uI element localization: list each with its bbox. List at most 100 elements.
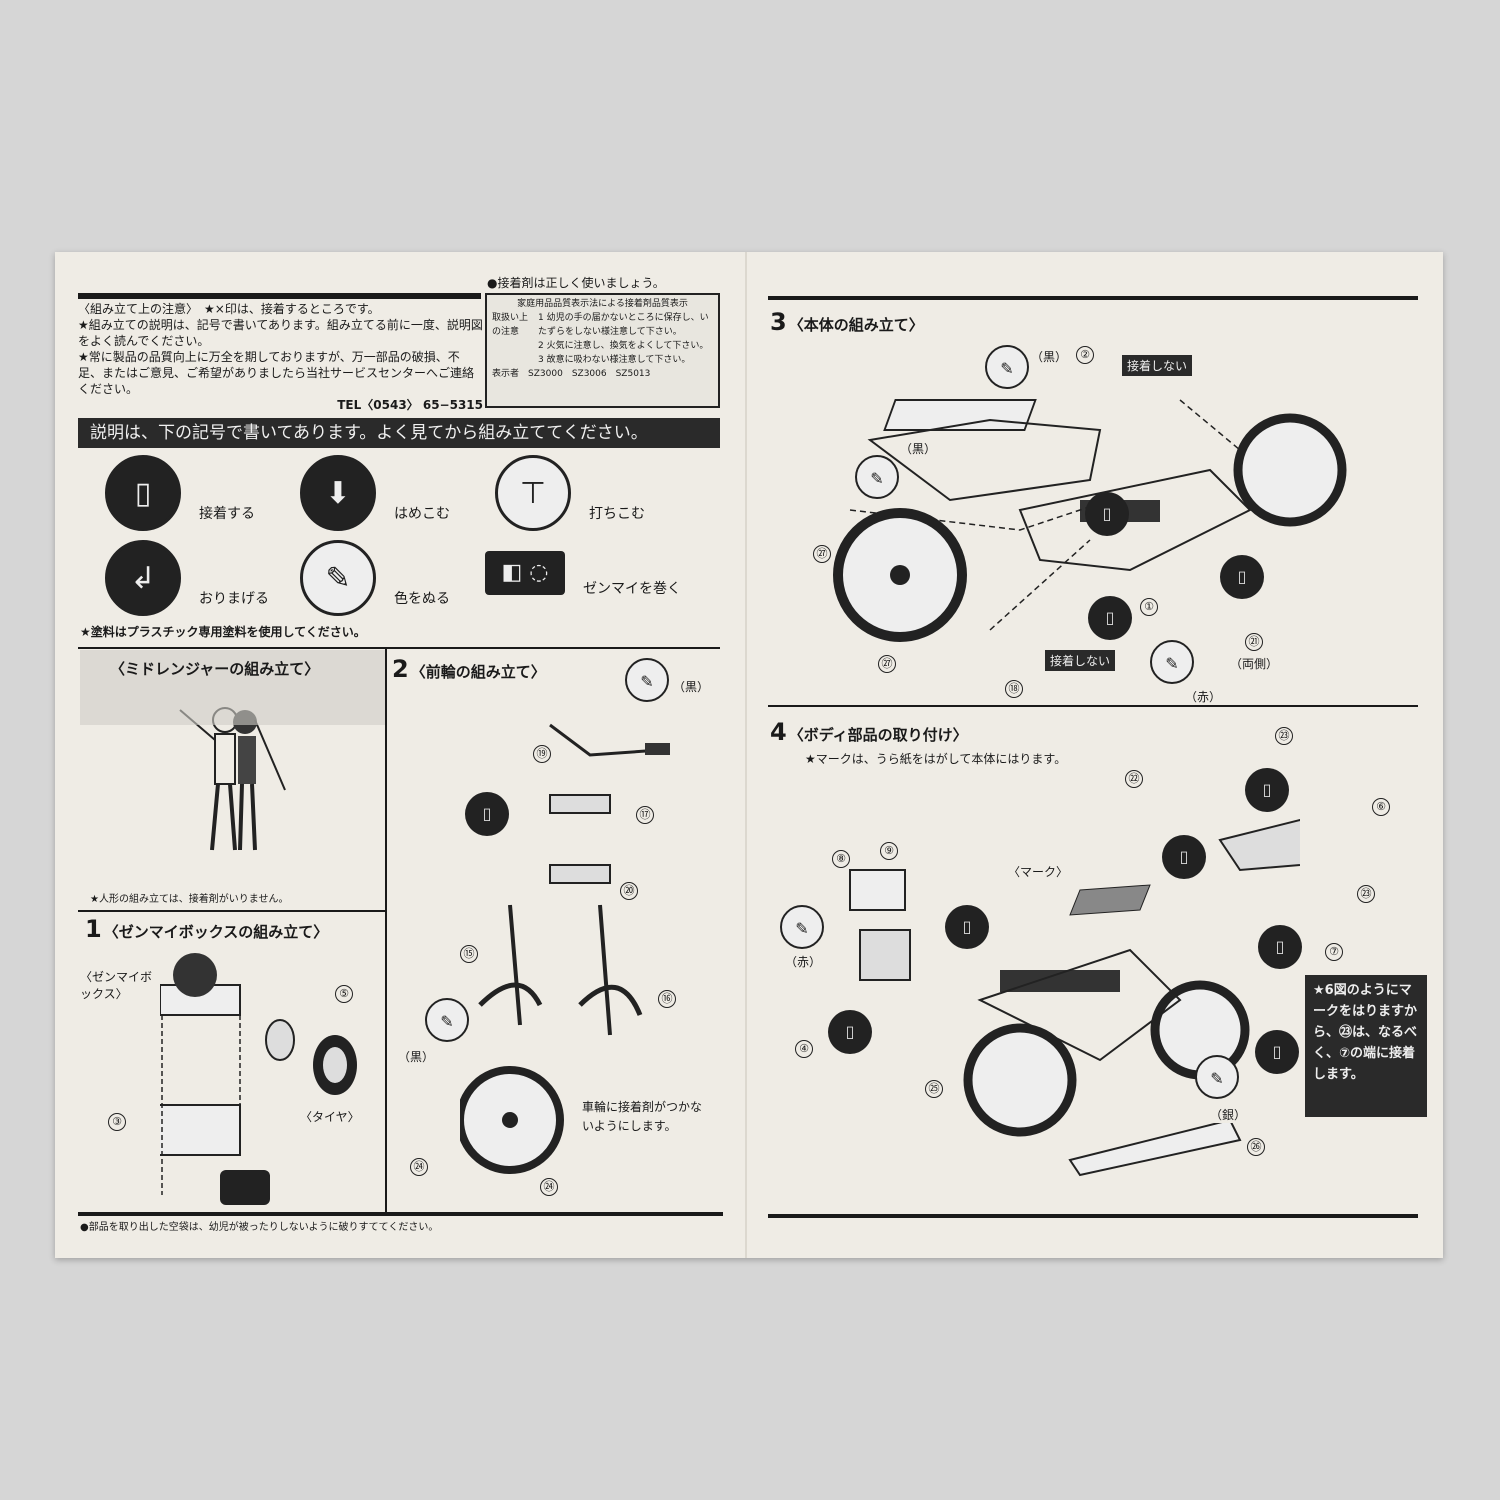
paint-icon: ✎ <box>300 540 376 616</box>
divider <box>768 705 1418 707</box>
part-number: ① <box>1140 598 1158 616</box>
part-number: ⑰ <box>636 806 654 824</box>
part-number: ㉕ <box>925 1080 943 1098</box>
tire-label: 〈タイヤ〉 <box>300 1108 360 1125</box>
paint-black-label: （黒） <box>398 1048 435 1065</box>
part-number: ⑮ <box>460 945 478 963</box>
press-fit-icon: ⬇ <box>300 455 376 531</box>
part-number: ㉗ <box>813 545 831 563</box>
bike-body-parts-illustration <box>849 818 1300 1177</box>
paint-red-label: （赤） <box>785 953 822 970</box>
divider <box>78 1212 723 1216</box>
caution-block: 〈組み立て上の注意〉 ★×印は、接着するところです。 ★組み立ての説明は、記号で… <box>78 301 483 413</box>
part-number: ㉔ <box>540 1178 558 1196</box>
figure-note: ★人形の組み立ては、接着剤がいりません。 <box>90 894 289 905</box>
symbol-label: はめこむ <box>394 506 450 522</box>
bike-body-illustration <box>833 399 1347 642</box>
maker-label: 表示者 <box>492 369 520 379</box>
part-number: ⑱ <box>1005 680 1023 698</box>
paint-note: ★塗料はプラスチック専用塗料を使用してください。 <box>80 625 366 639</box>
symbol-press-fit: ⬇ はめこむ <box>300 455 450 531</box>
wind-box-label: 〈ゼンマイボックス〉 <box>80 968 155 1002</box>
part-number: ㉓ <box>1357 885 1375 903</box>
caution-title: 〈組み立て上の注意〉 <box>78 302 193 316</box>
no-glue-label: 接着しない <box>1122 355 1193 376</box>
symbol-label: 色をぬる <box>394 591 450 607</box>
section3-title: 3〈本体の組み立て〉 <box>770 308 924 336</box>
part-number: ㉑ <box>1245 633 1263 651</box>
glue-icon: ▯ <box>1085 492 1129 536</box>
symbol-hammer: ⊤ 打ちこむ <box>495 455 645 531</box>
figure-illustration <box>179 707 286 851</box>
part-number: ⑯ <box>658 990 676 1008</box>
quality-item: 3 故意に吸わない様注意して下さい。 <box>538 355 691 365</box>
tel: TEL〈0543〉 65−5315 <box>337 398 483 412</box>
divider <box>385 647 387 1212</box>
quality-label: 取扱い上の注意 <box>492 313 529 337</box>
symbol-label: ゼンマイを巻く <box>583 581 681 597</box>
mark-tip-box: ★6図のようにマークをはりますから、㉓は、なるべく、⑦の端に接着します。 <box>1305 975 1427 1117</box>
divider <box>78 910 385 912</box>
part-number: ㉔ <box>410 1158 428 1176</box>
caution-star2: ★組み立ての説明は、記号で書いてあります。組み立てる前に一度、説明図をよく読んで… <box>78 318 483 348</box>
glue-note: ●接着剤は正しく使いましょう。 <box>487 276 665 290</box>
quality-item: 2 火気に注意し、換気をよくして下さい。 <box>538 341 709 351</box>
paint-icon: ✎ <box>780 905 824 949</box>
quality-box: 家庭用品品質表示法による接着剤品質表示 取扱い上の注意 1 幼児の手の届かないと… <box>485 293 720 408</box>
both-sides-label: （両側） <box>1230 655 1279 672</box>
caution-star3: ★常に製品の品質向上に万全を期しておりますが、万一部品の破損、不足、またはご意見… <box>78 350 475 396</box>
divider <box>78 293 481 299</box>
paint-icon: ✎ <box>625 658 669 702</box>
mark-note: ★マークは、うら紙をはがして本体にはります。 <box>805 752 1067 766</box>
paint-icon: ✎ <box>985 345 1029 389</box>
paint-icon: ✎ <box>855 455 899 499</box>
wind-box-illustration <box>160 953 357 1205</box>
part-number: ㉒ <box>1125 770 1143 788</box>
divider <box>768 296 1418 300</box>
paint-icon: ✎ <box>1195 1055 1239 1099</box>
part-number: ⑧ <box>832 850 850 868</box>
divider <box>78 647 720 649</box>
glue-icon: ▯ <box>465 792 509 836</box>
part-number: ③ <box>108 1113 126 1131</box>
symbol-bend: ↲ おりまげる <box>105 540 269 616</box>
hammer-icon: ⊤ <box>495 455 571 531</box>
paint-icon: ✎ <box>425 998 469 1042</box>
part-number: ⑦ <box>1325 943 1343 961</box>
paint-black-label: （黒） <box>1031 348 1068 365</box>
symbol-label: 打ちこむ <box>589 506 645 522</box>
symbol-label: おりまげる <box>199 591 269 607</box>
bend-icon: ↲ <box>105 540 181 616</box>
glue-icon: ▯ <box>1220 555 1264 599</box>
part-number: ㉖ <box>1247 1138 1265 1156</box>
part-number: ④ <box>795 1040 813 1058</box>
glue-icon: ▯ <box>1255 1030 1299 1074</box>
no-glue-label: 接着しない <box>1045 650 1116 671</box>
background-shade <box>80 650 385 725</box>
section2-title: 2〈前輪の組み立て〉 <box>392 655 546 683</box>
wind-up-key-icon: ◧ ◌ <box>485 551 565 595</box>
section1-title: 1〈ゼンマイボックスの組み立て〉 <box>85 915 329 943</box>
quality-item: 1 幼児の手の届かないところに保存し、いたずらをしない様注意して下さい。 <box>538 313 709 337</box>
symbol-glue: ▯ 接着する <box>105 455 255 531</box>
glue-icon: ▯ <box>105 455 181 531</box>
part-number: ㉓ <box>1275 727 1293 745</box>
section4-title: 4〈ボディ部品の取り付け〉 <box>770 718 968 746</box>
paint-black-label: （黒） <box>673 678 710 695</box>
caution-star1: ★×印は、接着するところです。 <box>204 302 380 316</box>
maker-codes: SZ3000 SZ3006 SZ5013 <box>528 369 651 379</box>
symbol-label: 接着する <box>199 506 255 522</box>
part-number: ⑨ <box>880 842 898 860</box>
footer-note: ●部品を取り出した空袋は、幼児が被ったりしないように破りすててください。 <box>80 1222 439 1233</box>
symbol-paint: ✎ 色をぬる <box>300 540 450 616</box>
glue-icon: ▯ <box>945 905 989 949</box>
paint-silver-label: （銀） <box>1210 1106 1247 1123</box>
part-number: ② <box>1076 346 1094 364</box>
front-wheel-illustration <box>460 723 670 1174</box>
glue-icon: ▯ <box>1162 835 1206 879</box>
paint-black-label: （黒） <box>900 440 937 457</box>
glue-icon: ▯ <box>828 1010 872 1054</box>
part-number: ⑥ <box>1372 798 1390 816</box>
quality-title: 家庭用品品質表示法による接着剤品質表示 <box>517 299 688 309</box>
mark-label: 〈マーク〉 <box>1008 863 1069 880</box>
